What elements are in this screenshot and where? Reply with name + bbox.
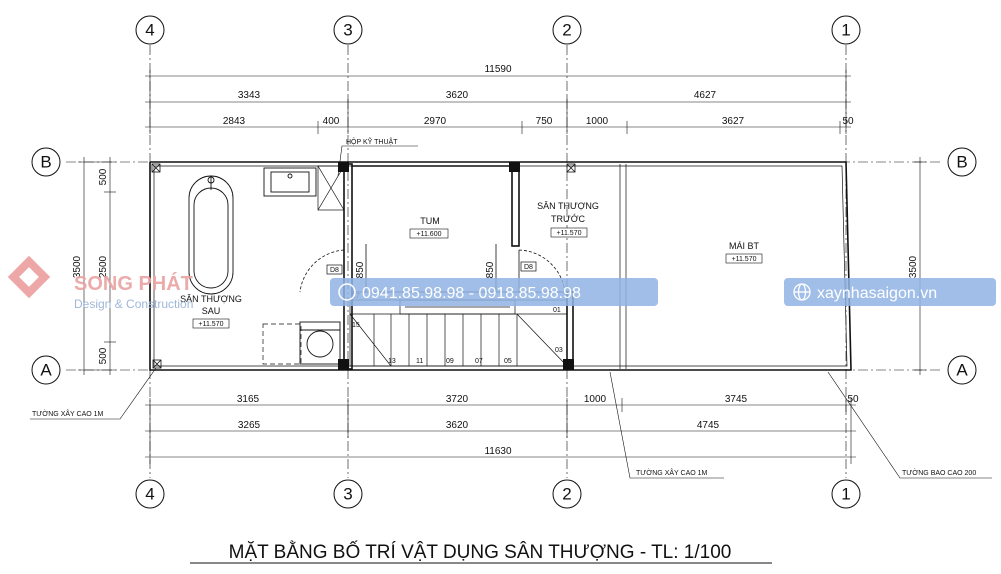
room-level-san-thuong-sau: +11.570 [199, 321, 224, 328]
level-box-mai [725, 253, 763, 264]
label-tuong-xay-left: TƯỜNG XÂY CAO 1M [32, 409, 104, 418]
room-name-san-thuong-sau-1: SÂN THƯỢNG [180, 294, 242, 304]
dim-bottom-row2-3: 4745 [697, 420, 720, 431]
dim-top-row3-3: 2970 [424, 116, 447, 127]
dim-bottom-row2-1: 3265 [238, 420, 261, 431]
dim-top-overall: 11590 [484, 64, 512, 75]
axis-label-2-top: 2 [562, 21, 571, 40]
leader-lines [30, 145, 992, 479]
axis-label-a-left: A [40, 361, 52, 380]
watermark-phone-band [330, 278, 658, 306]
dim-bottom-row1-4: 3745 [725, 394, 748, 405]
dim-bottom-row1-2: 3720 [446, 394, 469, 405]
level-box-truoc [550, 227, 588, 238]
dimension-lines-bottom [145, 398, 856, 464]
axis-label-3-top: 3 [343, 21, 352, 40]
dimension-lines-sides [78, 157, 926, 375]
door-dim-1: 850 [355, 261, 366, 278]
dim-top-row3-6: 3627 [722, 116, 745, 127]
shelf-outline [262, 323, 302, 365]
stair-number-07: 07 [475, 358, 483, 365]
watermark-phone: 0941.85.98.98 - 0918.85.98.98 [362, 285, 581, 302]
bathtub-icon [188, 175, 234, 295]
dim-top-row2-3: 4627 [694, 90, 717, 101]
dim-bottom-row1-5: 50 [847, 394, 859, 405]
stair-number-05: 05 [504, 358, 512, 365]
dim-top-row3-4: 750 [536, 116, 553, 127]
dim-top-row3-2: 400 [323, 116, 340, 127]
dim-bottom-row2-2: 3620 [446, 420, 469, 431]
dimension-lines-top [145, 70, 851, 134]
stair-number-11: 11 [416, 358, 423, 365]
stair [349, 299, 568, 367]
axis-label-1-top: 1 [841, 21, 850, 40]
axis-label-a-right: A [956, 361, 968, 380]
axis-label-b-right: B [956, 153, 967, 172]
dim-bottom-row1-3: 1000 [584, 394, 607, 405]
sink-icon [263, 167, 317, 197]
globe-icon [793, 283, 811, 301]
axis-label-3-bottom: 3 [343, 485, 352, 504]
door-tag-2: D8 [524, 264, 533, 271]
room-name-mai-bt: MÁI BT [729, 241, 760, 251]
walls [149, 161, 852, 371]
room-level-san-thuong-truoc: +11.570 [557, 230, 582, 237]
dim-left-1: 500 [98, 168, 109, 185]
room-name-san-thuong-sau-2: SAU [202, 306, 221, 316]
stair-number-03: 03 [555, 347, 563, 354]
stair-number-09: 09 [446, 358, 454, 365]
watermark-logo: SONG PHÁT [74, 272, 193, 295]
axis-label-1-bottom: 1 [841, 485, 850, 504]
axis-label-4-top: 4 [145, 21, 154, 40]
axis-label-b-left: B [40, 153, 51, 172]
door-tags [326, 261, 537, 275]
room-name-san-thuong-truoc-1: SÂN THƯỢNG [537, 201, 599, 211]
drain-markers [151, 163, 576, 369]
room-name-tum: TUM [420, 216, 440, 226]
axis-bubbles [31, 15, 977, 509]
dim-left-overall: 3500 [72, 255, 83, 278]
stair-number-15: 15 [352, 322, 360, 329]
watermark-logo-icon [7, 255, 51, 299]
dim-left-2: 2500 [98, 255, 109, 278]
dim-bottom-row1-1: 3165 [237, 394, 260, 405]
washing-machine-icon [299, 321, 341, 365]
dim-top-row2-2: 3620 [446, 90, 469, 101]
watermark-logo-sub: Design & Construction [74, 297, 193, 311]
label-hop-ky-thuat: HỘP KỸ THUẬT [346, 137, 398, 146]
label-tuong-bao: TƯỜNG BAO CAO 200 [902, 468, 976, 477]
dim-left-3: 500 [98, 347, 109, 364]
drawing-title: MẶT BẰNG BỐ TRÍ VẬT DỤNG SÂN THƯỢNG - TL… [229, 541, 732, 563]
grid-lines [66, 45, 940, 478]
stair-number-01: 01 [553, 307, 561, 314]
dim-top-row3-1: 2843 [223, 116, 246, 127]
room-name-san-thuong-truoc-2: TRƯỚC [551, 214, 585, 224]
dim-top-row3-5: 1000 [586, 116, 609, 127]
stair-number-13: 13 [388, 358, 396, 365]
dim-top-row2-1: 3343 [238, 90, 261, 101]
label-tuong-xay-bottom: TƯỜNG XÂY CAO 1M [636, 468, 708, 477]
columns [338, 162, 574, 370]
dim-bottom-overall: 11630 [484, 446, 512, 457]
room-level-mai-bt: +11.570 [732, 256, 757, 263]
axis-label-4-bottom: 4 [145, 485, 154, 504]
dim-right-overall: 3500 [908, 255, 919, 278]
level-box-sau [192, 318, 230, 329]
watermark-site: xaynhasaigon.vn [817, 285, 937, 302]
watermark-site-band [784, 278, 996, 306]
door-tag-1: D8 [330, 267, 339, 274]
dim-top-row3-7: 50 [842, 116, 854, 127]
room-level-tum: +11.600 [417, 231, 442, 238]
watermark-phone-icon [338, 283, 356, 301]
door-dim-2: 850 [485, 261, 496, 278]
level-box-tum [409, 228, 449, 239]
axis-label-2-bottom: 2 [562, 485, 571, 504]
